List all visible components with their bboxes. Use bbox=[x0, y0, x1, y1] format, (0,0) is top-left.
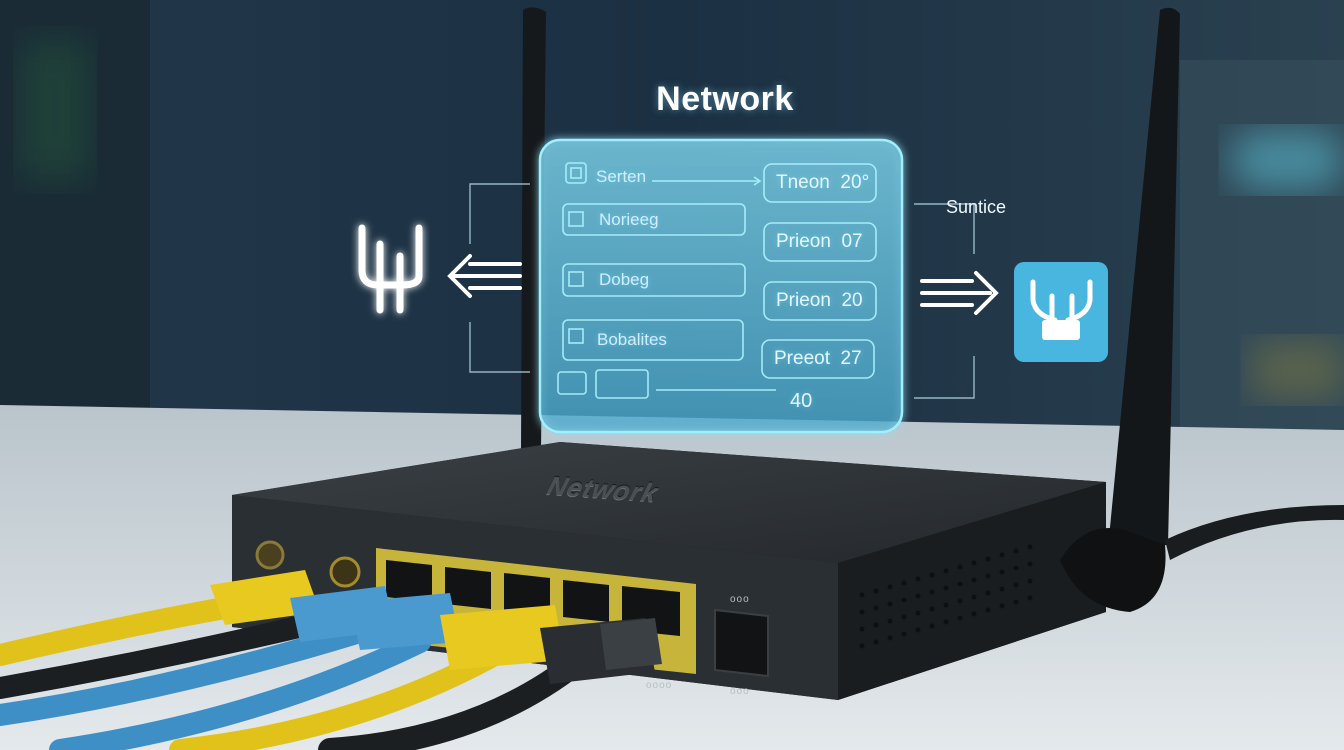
row-label-1: Serten bbox=[596, 167, 647, 186]
port-label-top: ooo bbox=[730, 594, 750, 605]
cable-connectors bbox=[210, 570, 662, 684]
port-label-lan: oooo bbox=[646, 680, 673, 691]
wan-port bbox=[714, 608, 769, 678]
antenna-icon bbox=[358, 224, 423, 314]
row-value-1: Tneon 20° bbox=[776, 172, 870, 193]
bottom-value: 40 bbox=[790, 390, 813, 412]
row-label-2: Norieeg bbox=[599, 210, 659, 229]
side-label: Suntice bbox=[946, 197, 1007, 217]
background-light bbox=[1230, 130, 1344, 190]
port-label-wan: ooo bbox=[730, 686, 750, 697]
row-value-3: Prieon 20 bbox=[776, 290, 863, 311]
row-value-4: Preeot 27 bbox=[774, 348, 862, 369]
left-arrow-icon bbox=[447, 254, 522, 298]
hologram-rows bbox=[557, 162, 877, 399]
connector-lines bbox=[469, 183, 975, 399]
right-arrow-icon bbox=[920, 271, 999, 315]
hologram-panel bbox=[538, 138, 904, 434]
antenna-right bbox=[1060, 7, 1180, 612]
cable-right bbox=[1165, 505, 1344, 560]
router-icon bbox=[1014, 262, 1108, 362]
hologram-title: Network bbox=[656, 80, 794, 118]
row-label-4: Bobalites bbox=[597, 330, 667, 349]
row-label-3: Dobeg bbox=[599, 270, 650, 289]
row-value-2: Prieon 07 bbox=[776, 231, 863, 252]
power-jack bbox=[255, 540, 285, 570]
